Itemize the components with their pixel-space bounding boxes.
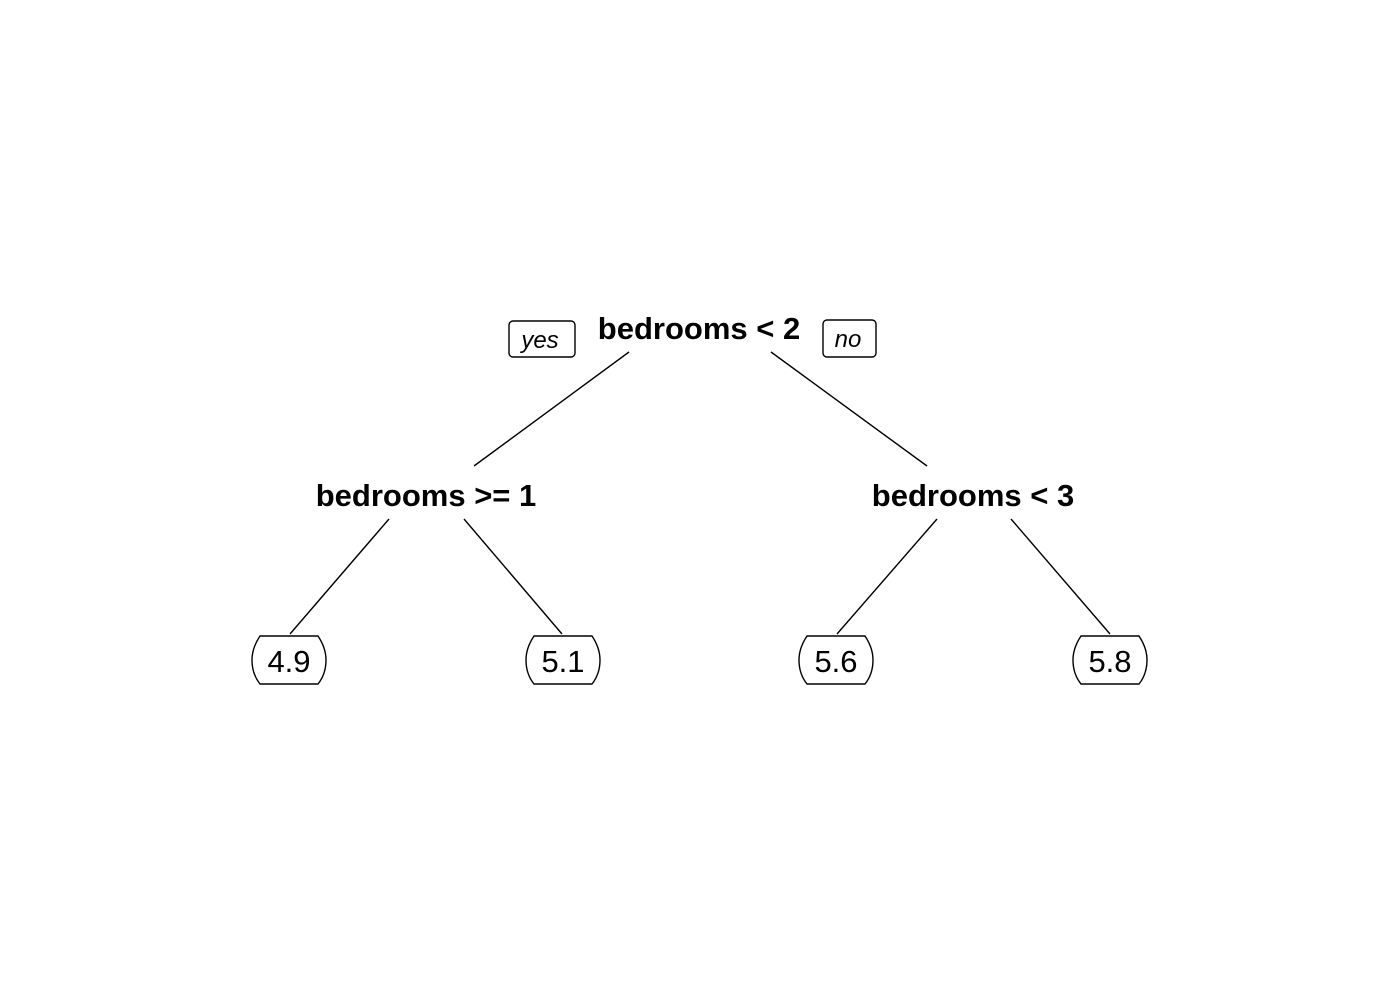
leaf-value: 5.8 — [1088, 644, 1131, 679]
edge-left-leaf1 — [289, 518, 390, 635]
root-node: bedrooms < 2 — [598, 311, 800, 346]
yes-branch-label: yes — [508, 320, 576, 358]
leaf-box — [251, 635, 327, 685]
tree-edges — [289, 351, 1111, 635]
yes-label-text: yes — [519, 327, 558, 354]
right-split-label: bedrooms < 3 — [872, 478, 1074, 513]
left-internal-node: bedrooms >= 1 — [316, 478, 537, 513]
left-split-label: bedrooms >= 1 — [316, 478, 537, 513]
right-internal-node: bedrooms < 3 — [872, 478, 1074, 513]
root-split-label: bedrooms < 2 — [598, 311, 800, 346]
leaf-value: 4.9 — [267, 644, 310, 679]
edge-root-left — [473, 351, 630, 467]
leaf-value: 5.6 — [814, 644, 857, 679]
leaf-box — [1072, 635, 1148, 685]
yes-label-box — [508, 320, 576, 358]
no-label-box — [822, 319, 877, 358]
no-branch-label: no — [822, 319, 877, 358]
leaf-node: 4.9 — [251, 635, 327, 685]
leaf-node: 5.1 — [525, 635, 601, 685]
edge-root-right — [770, 351, 928, 467]
edge-right-leaf4 — [1010, 518, 1111, 635]
leaf-box — [525, 635, 601, 685]
leaf-node: 5.8 — [1072, 635, 1148, 685]
edge-right-leaf3 — [836, 518, 938, 635]
leaf-box — [798, 635, 874, 685]
leaf-value: 5.1 — [541, 644, 584, 679]
leaf-node: 5.6 — [798, 635, 874, 685]
edge-left-leaf2 — [463, 518, 563, 635]
no-label-text: no — [835, 326, 862, 353]
